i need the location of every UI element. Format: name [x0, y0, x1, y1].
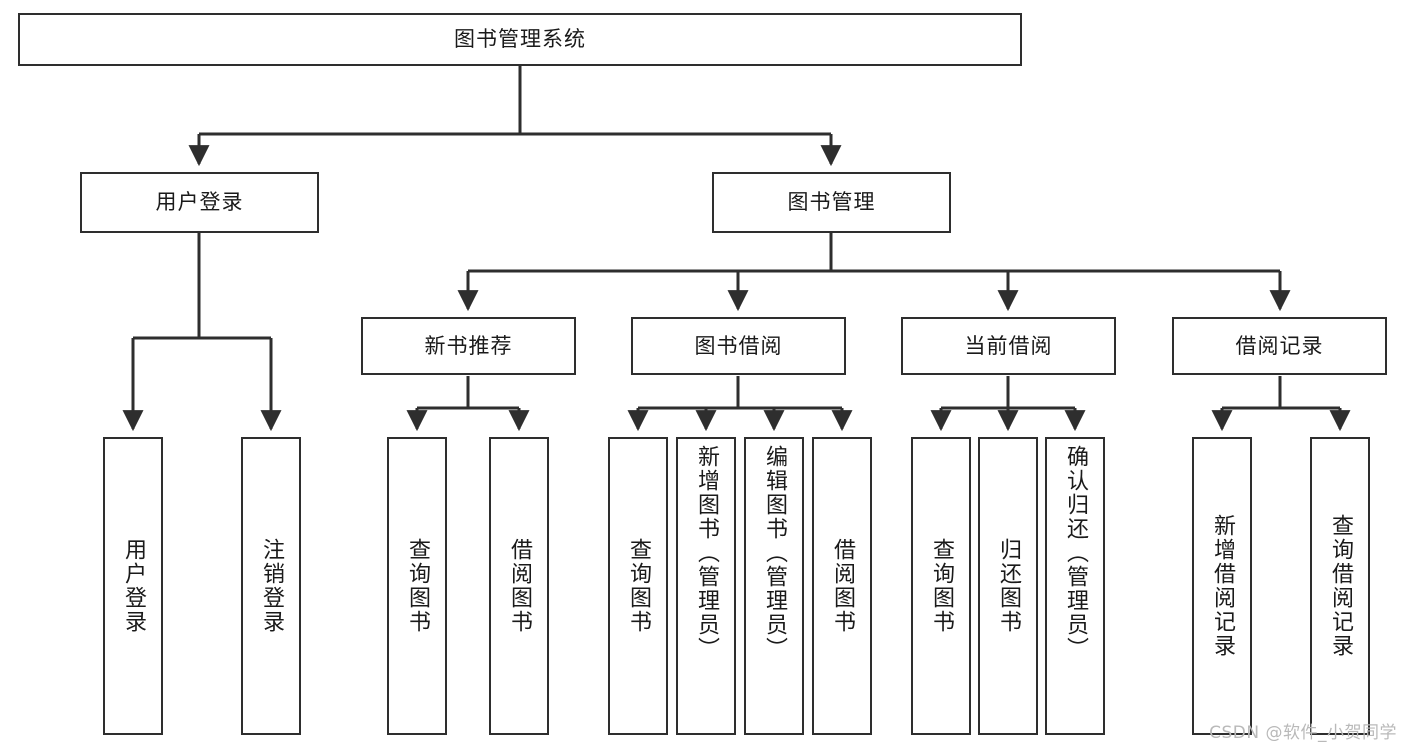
node-borrow-record-label: 借阅记录	[1235, 333, 1324, 358]
node-book-borrow[interactable]: 图书借阅	[631, 317, 846, 375]
node-leaf-logout-login-label: 注销登录	[259, 538, 284, 634]
node-book-management-label: 图书管理	[787, 190, 876, 215]
node-leaf-borrow-book-2-label: 借阅图书	[830, 538, 855, 634]
node-current-borrow-label: 当前借阅	[964, 333, 1053, 358]
node-new-book-recommend[interactable]: 新书推荐	[361, 317, 576, 375]
node-leaf-query-book-1[interactable]: 查询图书	[387, 437, 447, 735]
node-borrow-record[interactable]: 借阅记录	[1172, 317, 1387, 375]
node-leaf-query-book-2-label: 查询图书	[626, 538, 651, 634]
node-leaf-confirm-return-label: 确认归还（管理员）	[1063, 445, 1088, 661]
node-leaf-borrow-book-1-label: 借阅图书	[507, 538, 532, 634]
node-leaf-edit-book-label: 编辑图书（管理员）	[762, 445, 787, 661]
node-leaf-user-login-label: 用户登录	[121, 538, 146, 634]
node-leaf-add-book-label: 新增图书（管理员）	[694, 445, 719, 661]
node-leaf-user-login[interactable]: 用户登录	[103, 437, 163, 735]
node-user-login-label: 用户登录	[155, 190, 244, 215]
node-leaf-add-record-label: 新增借阅记录	[1210, 514, 1235, 658]
node-book-management[interactable]: 图书管理	[712, 172, 951, 233]
node-leaf-query-book-2[interactable]: 查询图书	[608, 437, 668, 735]
node-root[interactable]: 图书管理系统	[18, 13, 1022, 66]
node-leaf-add-book[interactable]: 新增图书（管理员）	[676, 437, 736, 735]
node-leaf-query-record[interactable]: 查询借阅记录	[1310, 437, 1370, 735]
node-leaf-borrow-book-1[interactable]: 借阅图书	[489, 437, 549, 735]
node-new-book-recommend-label: 新书推荐	[424, 333, 513, 358]
node-leaf-confirm-return[interactable]: 确认归还（管理员）	[1045, 437, 1105, 735]
node-user-login[interactable]: 用户登录	[80, 172, 319, 233]
node-leaf-return-book[interactable]: 归还图书	[978, 437, 1038, 735]
node-leaf-add-record[interactable]: 新增借阅记录	[1192, 437, 1252, 735]
node-leaf-query-book-3[interactable]: 查询图书	[911, 437, 971, 735]
node-leaf-query-book-3-label: 查询图书	[929, 538, 954, 634]
node-leaf-query-record-label: 查询借阅记录	[1328, 514, 1353, 658]
node-leaf-query-book-1-label: 查询图书	[405, 538, 430, 634]
node-leaf-return-book-label: 归还图书	[996, 538, 1021, 634]
node-root-label: 图书管理系统	[454, 27, 586, 52]
node-current-borrow[interactable]: 当前借阅	[901, 317, 1116, 375]
node-leaf-logout-login[interactable]: 注销登录	[241, 437, 301, 735]
node-leaf-edit-book[interactable]: 编辑图书（管理员）	[744, 437, 804, 735]
node-book-borrow-label: 图书借阅	[694, 333, 783, 358]
node-leaf-borrow-book-2[interactable]: 借阅图书	[812, 437, 872, 735]
